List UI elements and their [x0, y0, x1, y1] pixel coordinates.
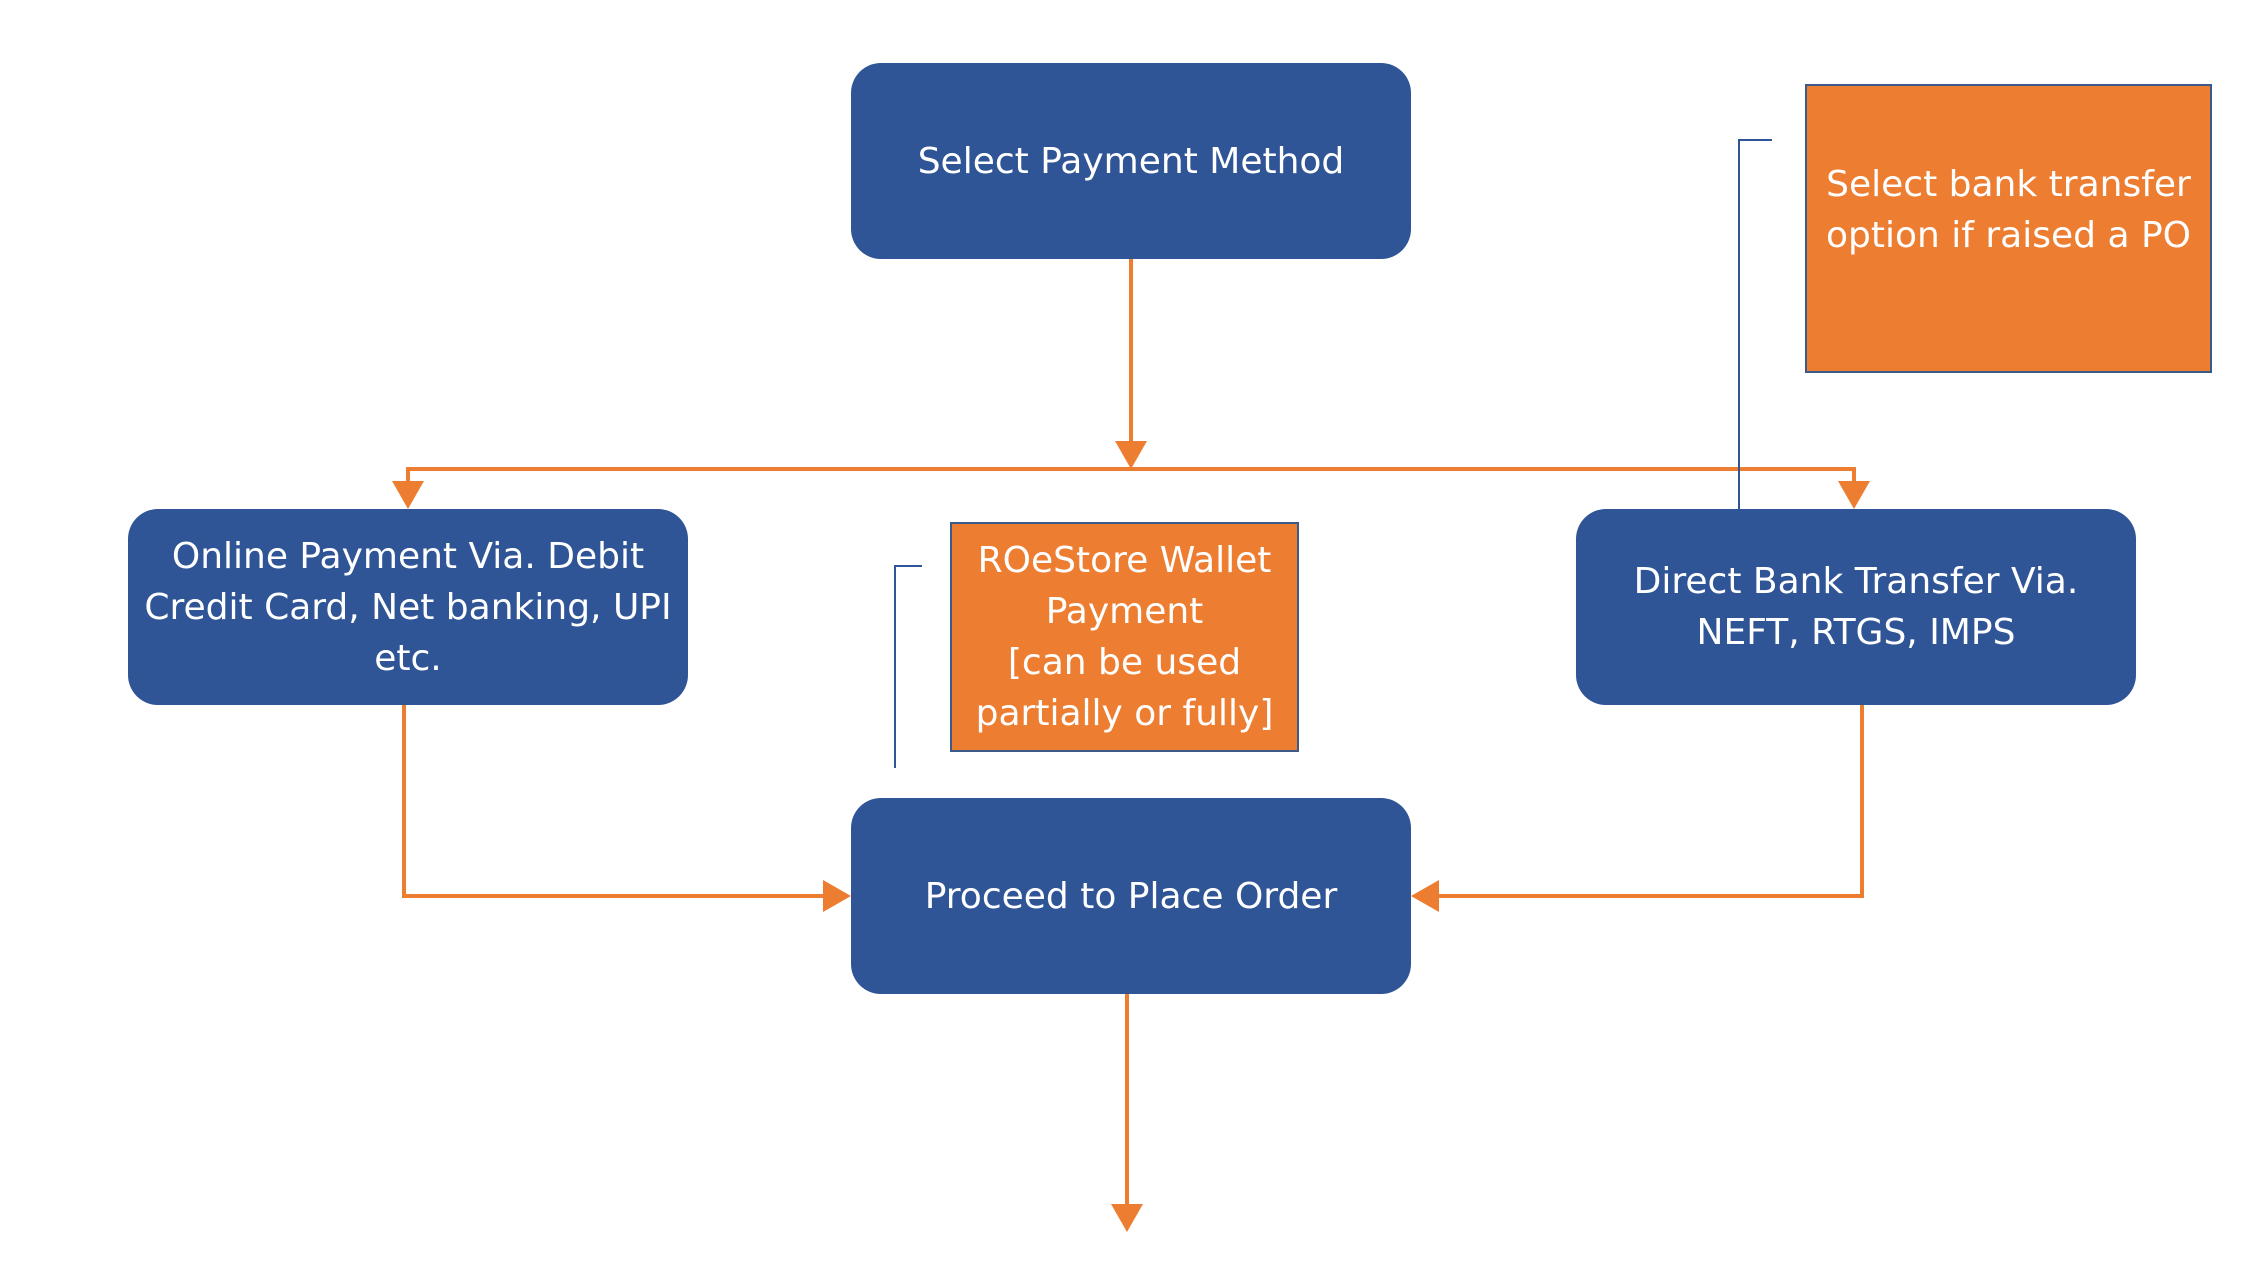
place-order-node: Proceed to Place Order: [851, 798, 1411, 994]
direct-bank-transfer-label: Direct Bank Transfer Via. NEFT, RTGS, IM…: [1633, 561, 2079, 653]
select-payment-method-label: Select Payment Method: [917, 140, 1345, 182]
po-bank-transfer-note: Select bank transfer option if raised a …: [1805, 84, 2212, 373]
callout-line-wallet-note: [894, 565, 922, 768]
po-bank-transfer-label: Select bank transfer option if raised a …: [1825, 163, 2191, 256]
select-payment-method-node: Select Payment Method: [851, 63, 1411, 259]
connector-online-to-place-order: [402, 705, 851, 912]
wallet-payment-label: ROeStore Wallet Payment [can be used par…: [975, 540, 1274, 734]
wallet-payment-note: ROeStore Wallet Payment [can be used par…: [950, 522, 1299, 752]
online-payment-node: Online Payment Via. Debit Credit Card, N…: [128, 509, 688, 705]
connector-bank-to-place-order: [1411, 705, 1864, 912]
callout-line-po-note: [1738, 139, 1772, 509]
direct-bank-transfer-node: Direct Bank Transfer Via. NEFT, RTGS, IM…: [1576, 509, 2136, 705]
place-order-label: Proceed to Place Order: [924, 875, 1338, 917]
online-payment-label: Online Payment Via. Debit Credit Card, N…: [144, 535, 672, 679]
